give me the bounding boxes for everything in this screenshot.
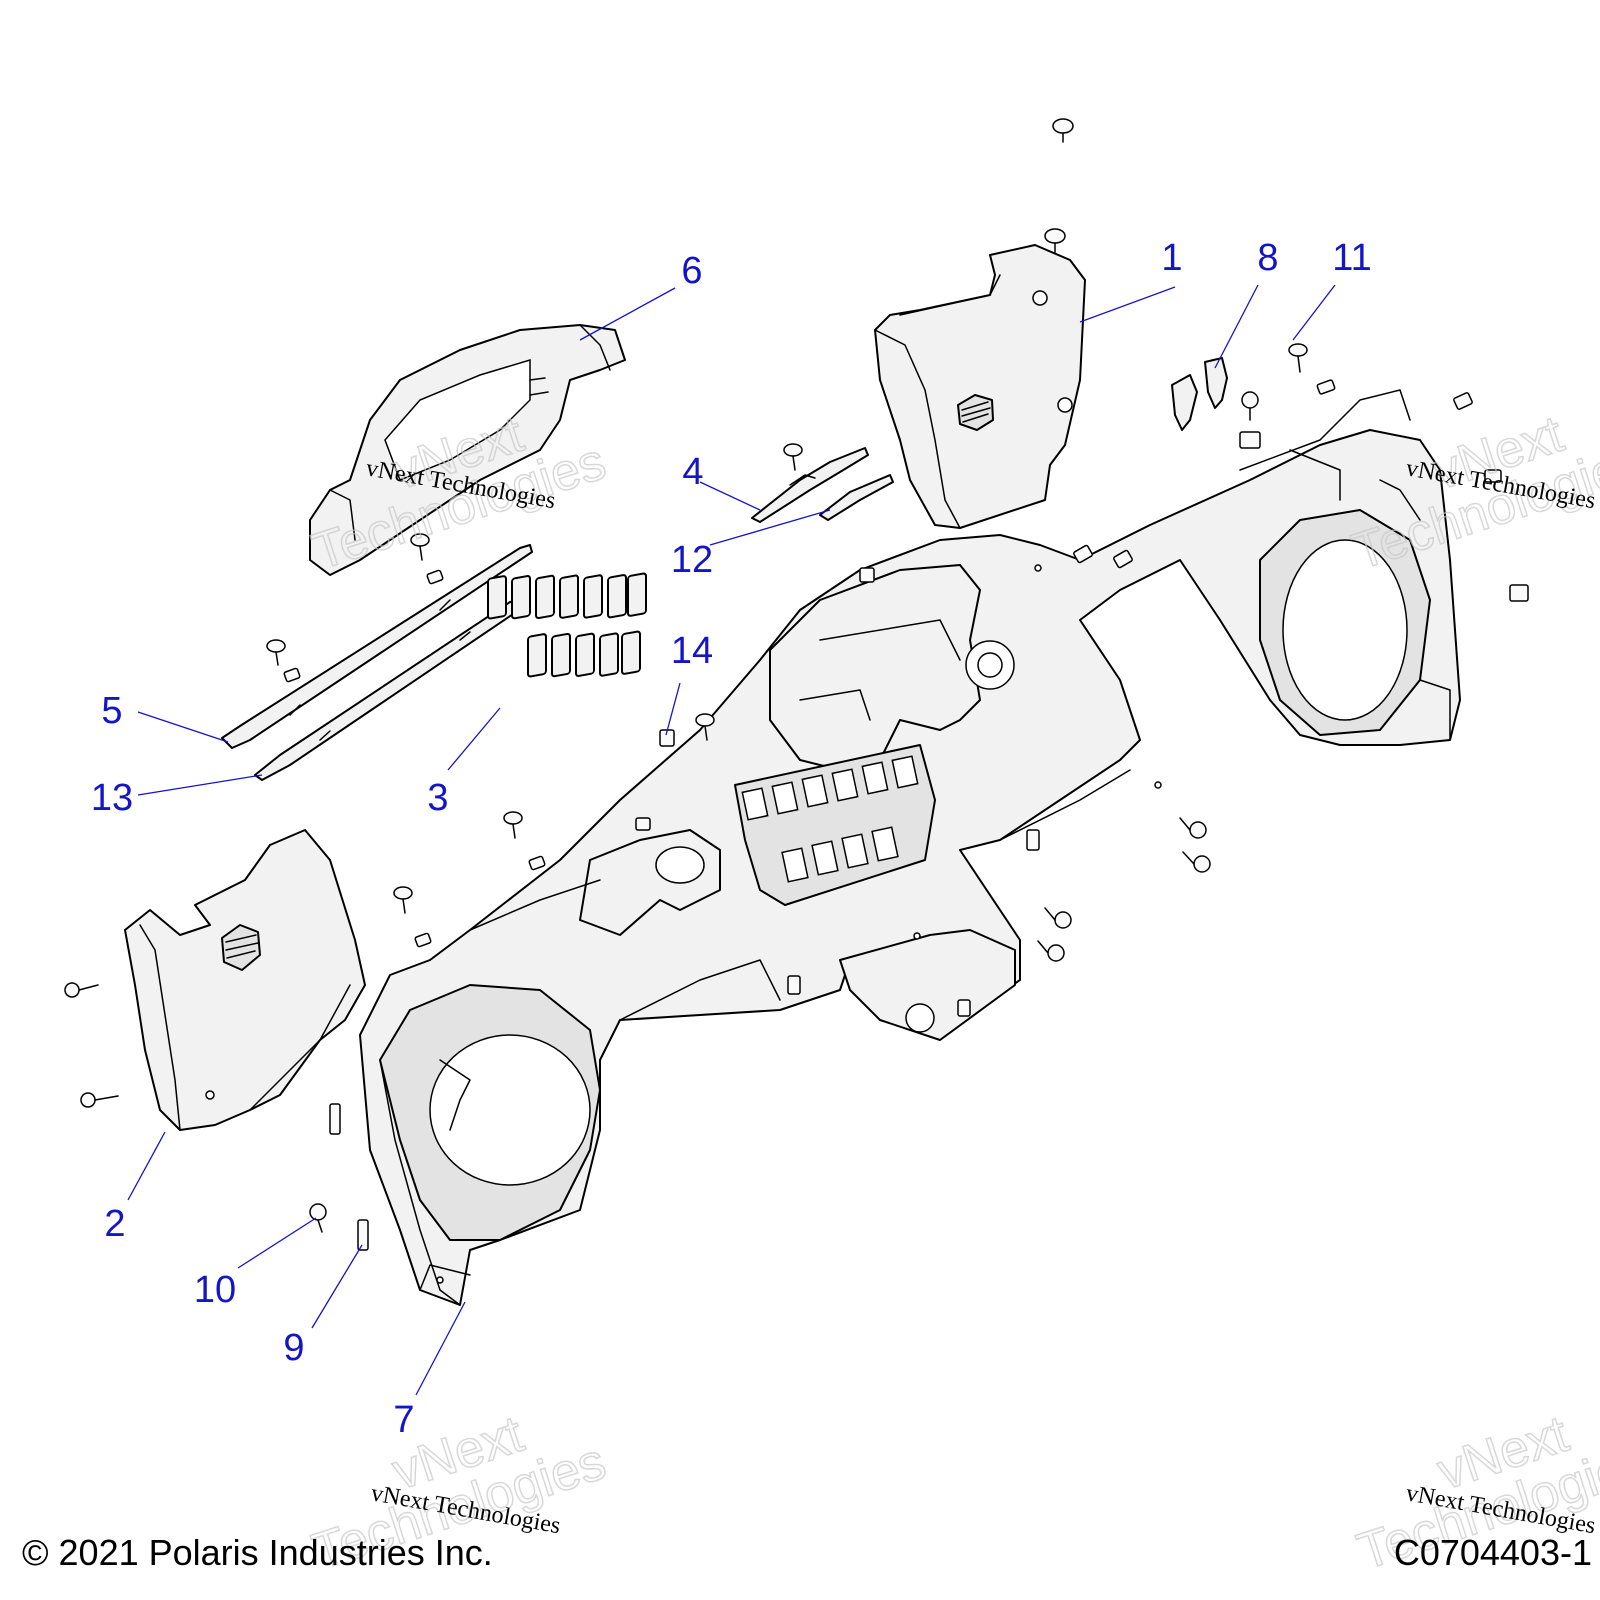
clip-fastener: [426, 569, 444, 585]
screw-fastener: [1241, 391, 1259, 421]
part-3-switch-blank-set: [487, 572, 647, 678]
clip-fastener: [1453, 392, 1473, 410]
callout-labels: 1 8 11 6 4 12 14 5 13 3 2 10 9 7: [91, 237, 1372, 1441]
nut-fastener: [1239, 431, 1261, 449]
callout-11: 11: [1332, 237, 1371, 279]
screw-fastener: [1179, 817, 1207, 839]
push-pin-fastener: [410, 533, 430, 561]
push-pin-fastener: [503, 811, 523, 839]
callout-14: 14: [671, 630, 713, 672]
part-1-right-side-panel: [874, 244, 1086, 529]
screw-fastener: [1182, 851, 1211, 873]
clip-fastener: [1073, 544, 1093, 564]
callout-13: 13: [91, 777, 133, 819]
clip-fastener: [787, 975, 801, 995]
part-10-screw: [309, 1203, 327, 1233]
screw-fastener: [1037, 940, 1065, 962]
dashboard-main-panel: [359, 389, 1461, 1306]
clip-fastener: [1316, 379, 1336, 395]
push-pin-fastener: [783, 443, 803, 471]
clip-fastener: [329, 1103, 341, 1135]
copyright-notice: © 2021 Polaris Industries Inc.: [22, 1532, 493, 1573]
push-pin-fastener: [1052, 118, 1074, 143]
clip-fastener: [414, 932, 432, 948]
callout-2: 2: [104, 1203, 125, 1245]
part-6-upper-frame: [309, 324, 626, 576]
part-2-left-side-panel: [124, 829, 366, 1131]
callout-4: 4: [682, 451, 703, 493]
clip-fastener: [859, 567, 875, 583]
clip-fastener: [1026, 829, 1040, 851]
callout-1: 1: [1161, 237, 1182, 279]
clip-fastener: [1113, 549, 1133, 569]
callout-9: 9: [283, 1327, 304, 1369]
fasteners: [64, 118, 1529, 1251]
callout-3: 3: [427, 777, 448, 819]
screw-fastener: [1044, 907, 1072, 929]
push-pin-fastener: [266, 639, 286, 666]
clip-fastener: [957, 999, 971, 1017]
part-5-trim-strip: [221, 544, 533, 749]
clip-fastener: [635, 817, 651, 831]
part-12-bracket: [819, 474, 894, 521]
clip-fastener: [1509, 584, 1529, 602]
screw-fastener: [80, 1092, 119, 1108]
drawing-number: C0704403-1: [1393, 1532, 1592, 1573]
callout-10: 10: [194, 1269, 236, 1311]
push-pin-fastener: [1044, 228, 1066, 253]
part-8-latch-pair: [1171, 357, 1228, 431]
callout-8: 8: [1257, 237, 1278, 279]
clip-fastener: [1484, 469, 1502, 483]
dash-switch-slots: [741, 755, 919, 883]
clip-fastener: [528, 855, 546, 871]
push-pin-fastener: [695, 713, 715, 741]
push-pin-fastener: [393, 886, 413, 914]
callout-7: 7: [393, 1399, 414, 1441]
part-9-clip: [357, 1219, 369, 1251]
part-11-push-pin: [1288, 343, 1308, 373]
callout-5: 5: [101, 690, 122, 732]
part-4-bracket: [751, 447, 869, 523]
callout-6: 6: [681, 250, 702, 292]
screw-fastener: [64, 982, 99, 998]
leader-lines: [127, 284, 1336, 1396]
clip-fastener: [283, 667, 301, 683]
callout-12: 12: [671, 539, 713, 581]
